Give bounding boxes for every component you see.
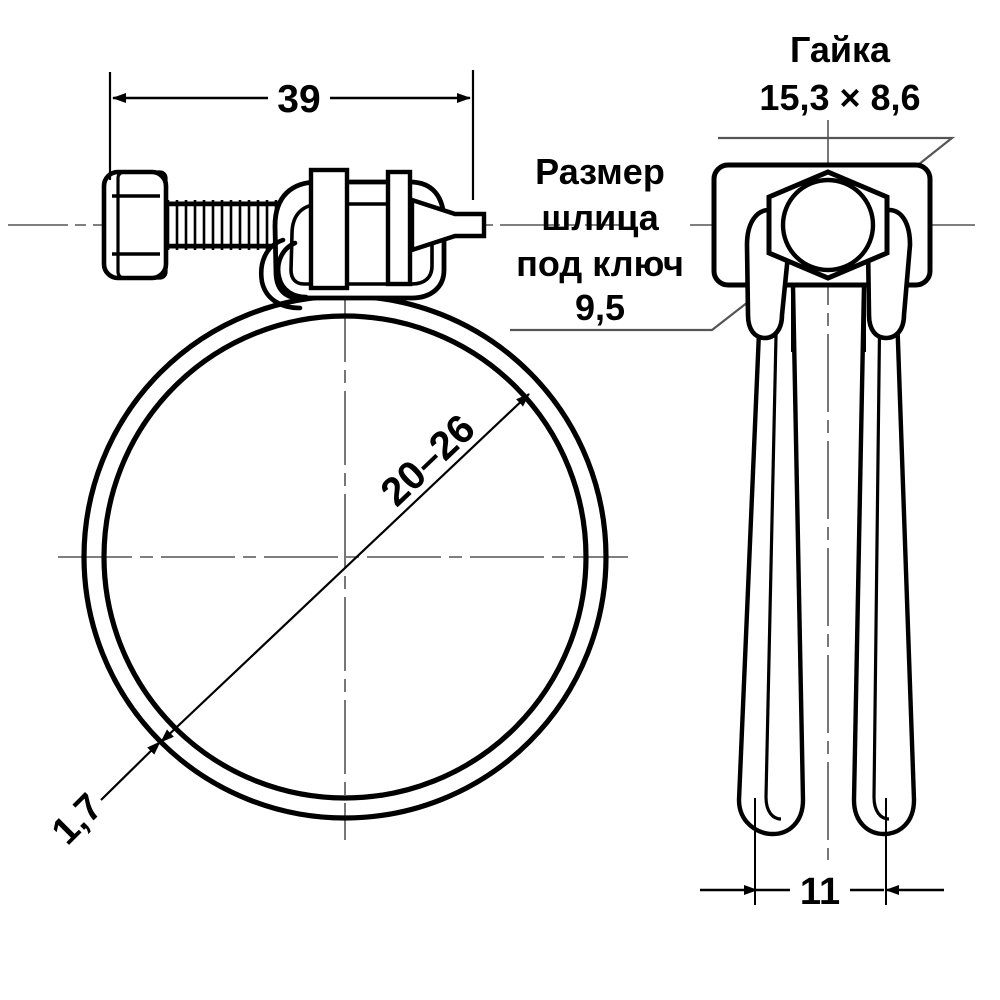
annotation-slot-line3: под ключ (516, 243, 684, 284)
bolt-head (101, 169, 169, 281)
band-ends-front (259, 237, 309, 311)
annotation-nut-line1: Гайка (790, 29, 891, 70)
dimension-11-label: 11 (800, 871, 840, 913)
annotation-wrench-slot-size: Размер шлица под ключ 9,5 (510, 151, 785, 332)
dim-line-20-26 (160, 393, 530, 743)
hex-nut (766, 169, 890, 281)
annotation-slot-line4: 9,5 (575, 287, 625, 328)
dimension-11: 11 (700, 798, 944, 913)
ring-inner-circle (101, 313, 589, 801)
annotation-slot-line2: шлица (541, 197, 660, 238)
front-view-clamp-ring: 39 20–26 1,7 (8, 70, 628, 853)
clamp-band-legs (736, 282, 917, 837)
dimension-39-label: 39 (277, 78, 320, 121)
annotation-slot-line1: Размер (535, 151, 665, 192)
bolt-tip (409, 196, 487, 254)
dimension-39: 39 (108, 70, 475, 200)
bracket-plates (308, 167, 413, 291)
bracket-plate-left (308, 167, 350, 291)
plate-slot-lines (791, 285, 866, 352)
band-leg-right (851, 282, 917, 837)
hex-nut-bore (780, 177, 876, 273)
annotation-nut-line2: 15,3 × 8,6 (759, 77, 920, 118)
dim-leader-1-7 (100, 741, 161, 801)
side-view-clamp-band: 11 (690, 120, 975, 913)
bracket-plate-right (385, 169, 413, 287)
